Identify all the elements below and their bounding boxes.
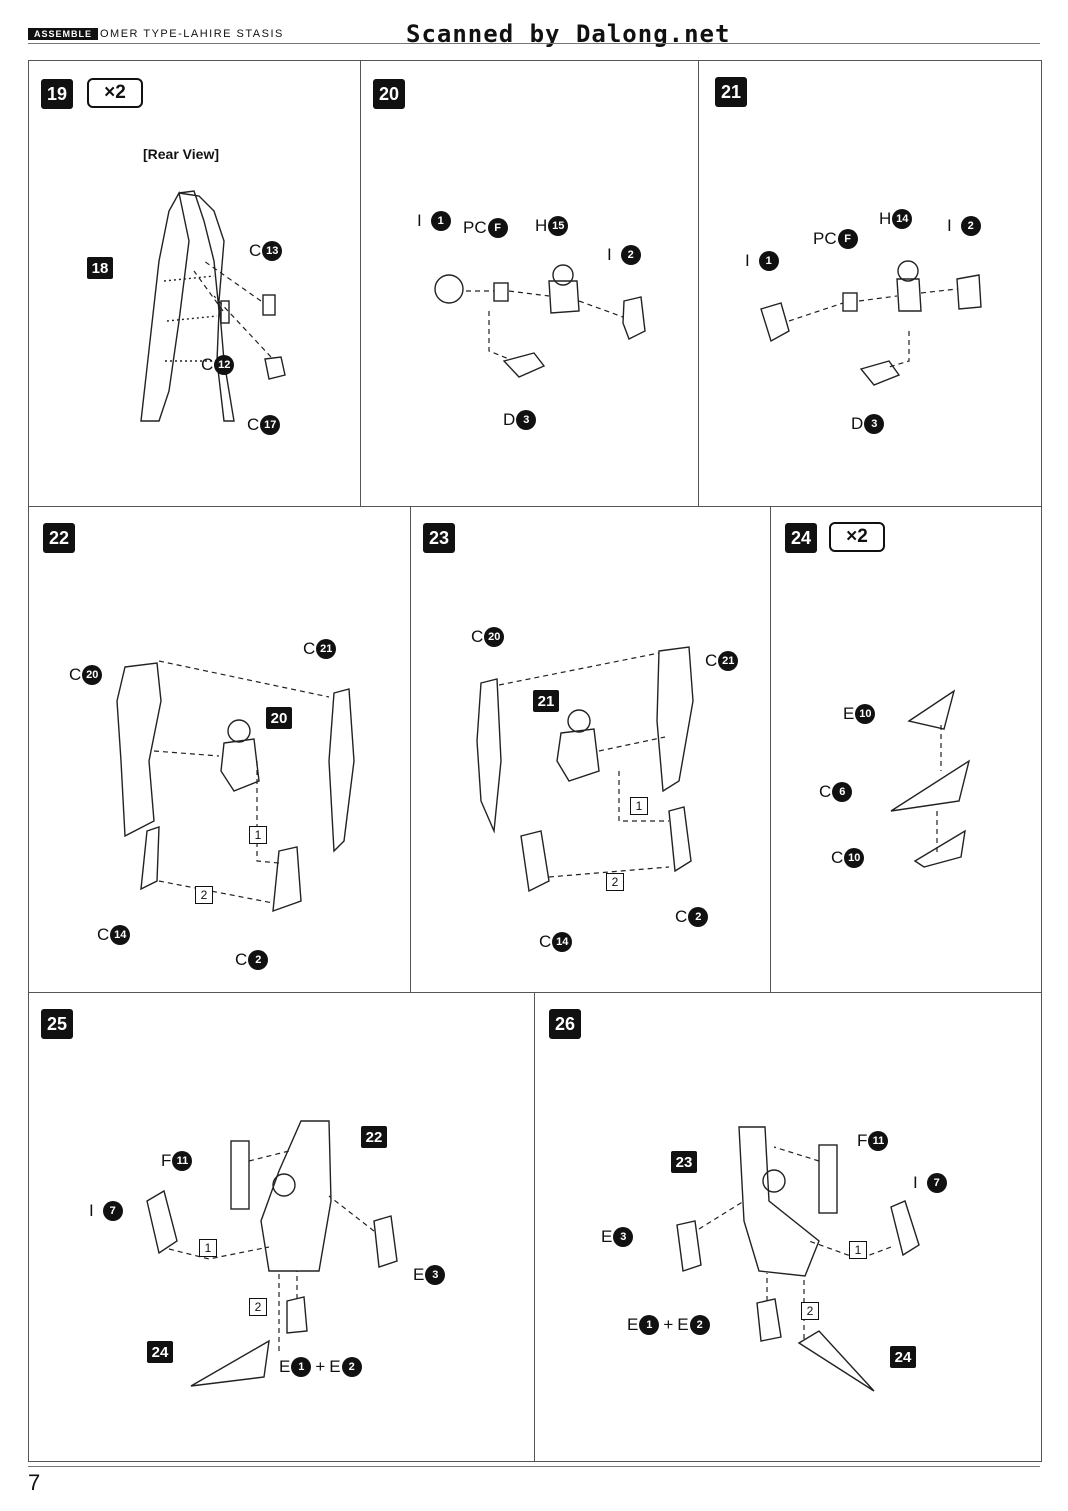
step-number: 22 — [43, 523, 75, 553]
step-number: 23 — [423, 523, 455, 553]
step-number: 25 — [41, 1009, 73, 1039]
section-tag: ASSEMBLE — [28, 28, 99, 40]
step-number: 24 — [785, 523, 817, 553]
order-marker: 2 — [801, 1302, 819, 1320]
multiplier-badge: ×2 — [87, 78, 143, 108]
page-header: ASSEMBLE OMER TYPE-LAHIRE STASIS Scanned… — [28, 20, 1040, 48]
ref-step-badge: 23 — [671, 1151, 697, 1173]
step-number: 19 — [41, 79, 73, 109]
ref-step-badge: 24 — [147, 1341, 173, 1363]
order-marker: 2 — [195, 886, 213, 904]
step-number: 20 — [373, 79, 405, 109]
part-c13 — [262, 294, 276, 316]
order-marker: 1 — [249, 826, 267, 844]
ref-step-badge: 24 — [890, 1346, 916, 1368]
page-number: 7 — [28, 1470, 41, 1495]
order-marker: 1 — [849, 1241, 867, 1259]
ref-step-badge: 18 — [87, 257, 113, 279]
order-marker: 2 — [249, 1298, 267, 1316]
step-number: 21 — [715, 77, 747, 107]
ref-step-badge: 20 — [266, 707, 292, 729]
ref-step-badge: 21 — [533, 690, 559, 712]
manual-title: OMER TYPE-LAHIRE STASIS — [100, 28, 284, 40]
part-c17 — [264, 356, 286, 380]
footer-rule — [28, 1466, 1040, 1467]
header-rule — [28, 43, 1040, 44]
order-marker: 1 — [199, 1239, 217, 1257]
order-marker: 1 — [630, 797, 648, 815]
tall-frame-part — [178, 190, 235, 422]
step-number: 26 — [549, 1009, 581, 1039]
multiplier-badge: ×2 — [829, 522, 885, 552]
ref-step-badge: 22 — [361, 1126, 387, 1148]
part-illustrations — [116, 190, 982, 1392]
order-marker: 2 — [606, 873, 624, 891]
rear-view-note: [Rear View] — [143, 146, 219, 162]
part-c12 — [220, 300, 230, 324]
